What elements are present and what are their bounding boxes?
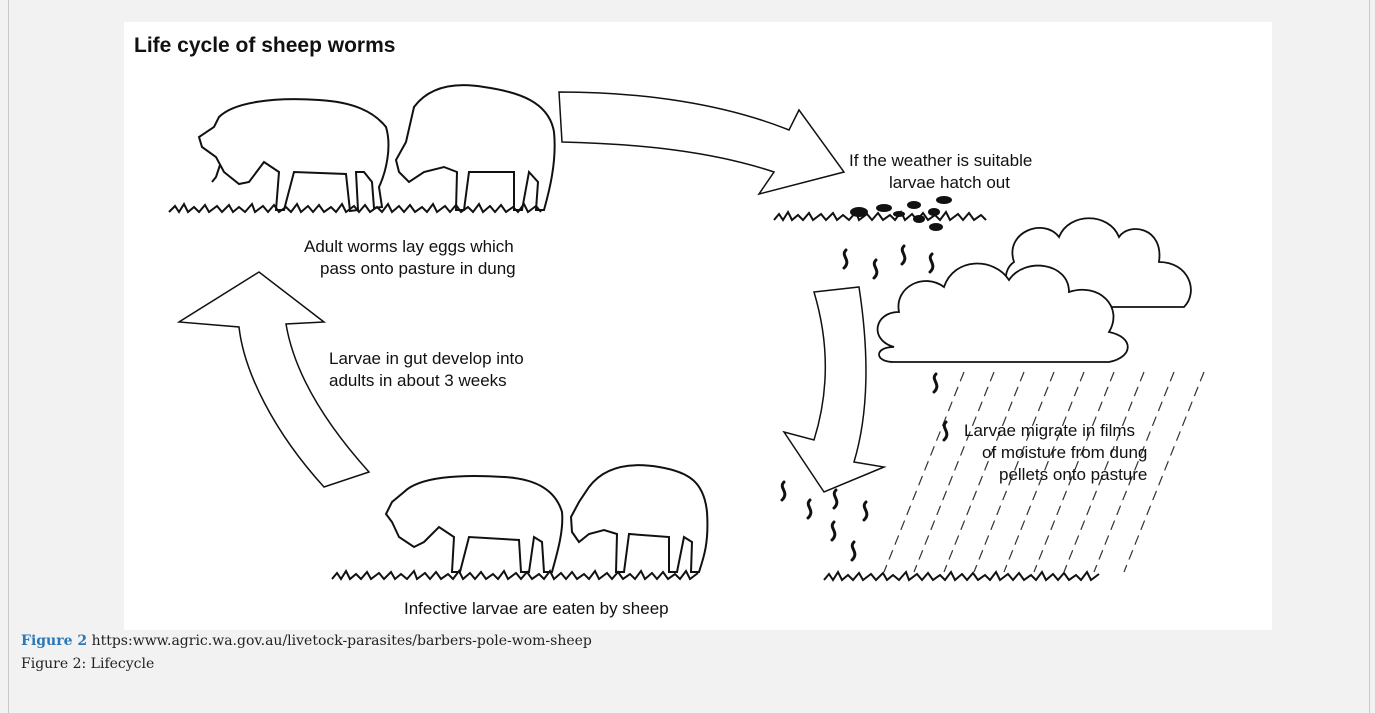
figure-source-url[interactable]: https:www.agric.wa.gov.au/livetock-paras… <box>92 633 592 649</box>
sheep-top-left-icon <box>199 85 555 211</box>
label-gut-line2: adults in about 3 weeks <box>329 371 507 390</box>
sheep-bottom-icon <box>386 465 707 572</box>
diagram-panel: Life cycle of sheep worms Adult worms la… <box>124 22 1272 630</box>
label-gut-line1: Larvae in gut develop into <box>329 349 524 368</box>
figure-caption: Figure 2 https:www.agric.wa.gov.au/livet… <box>21 633 592 649</box>
arrow-right-icon <box>784 287 884 492</box>
grass-top-right-icon <box>774 212 986 220</box>
diagram-title: Life cycle of sheep worms <box>134 34 395 57</box>
grass-bottom-right-icon <box>824 572 1099 580</box>
lifecycle-diagram: Life cycle of sheep worms Adult worms la… <box>124 22 1272 630</box>
label-eaten: Infective larvae are eaten by sheep <box>404 599 669 618</box>
label-adult-line1: Adult worms lay eggs which <box>304 237 514 256</box>
figure-subtitle: Figure 2: Lifecycle <box>21 656 154 672</box>
arrow-top-icon <box>559 92 844 194</box>
label-hatch-line1: If the weather is suitable <box>849 151 1032 170</box>
label-migrate-line1: Larvae migrate in films <box>964 421 1135 440</box>
figure-label: Figure 2 <box>21 633 87 649</box>
label-migrate-line3: pellets onto pasture <box>999 465 1147 484</box>
label-hatch-line2: larvae hatch out <box>889 173 1010 192</box>
figure-frame: Life cycle of sheep worms Adult worms la… <box>8 0 1370 713</box>
label-migrate-line2: of moisture from dung <box>982 443 1147 462</box>
grass-bottom-left-icon <box>332 571 698 579</box>
dung-pellets-icon <box>850 196 952 231</box>
label-adult-line2: pass onto pasture in dung <box>320 259 516 278</box>
cloud-icon <box>878 218 1191 362</box>
larvae-top-icon <box>844 246 933 278</box>
